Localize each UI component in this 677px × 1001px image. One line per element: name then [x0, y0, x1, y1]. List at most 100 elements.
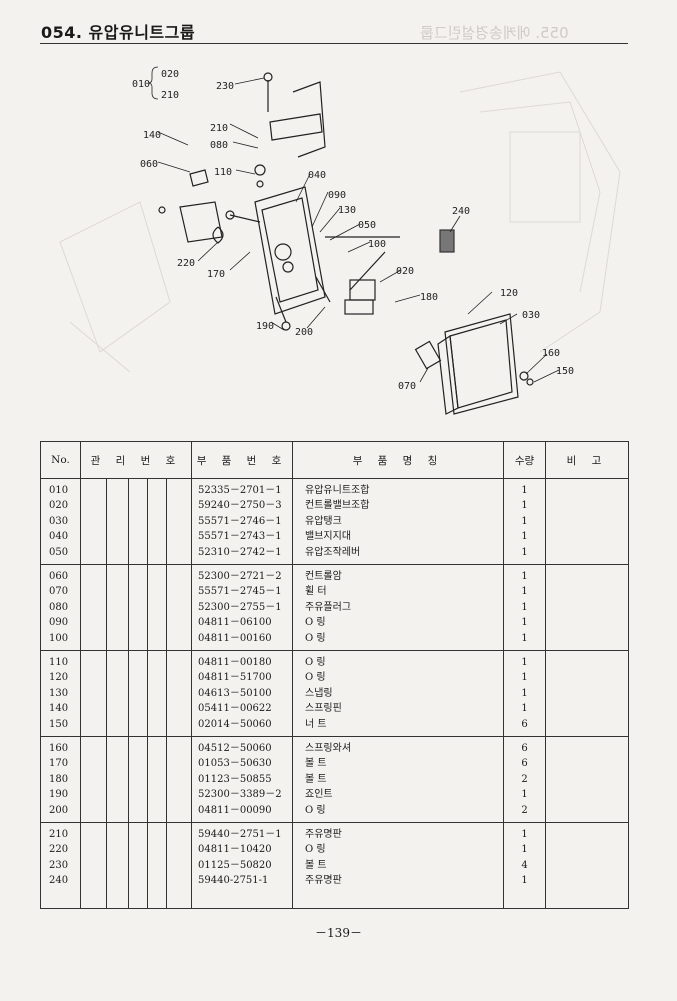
page-title: 054. 유압유니트그룹	[41, 23, 196, 42]
part-number: 04811－00090	[198, 804, 272, 816]
callout-label: 120	[500, 288, 518, 299]
item-number: 160	[49, 743, 69, 754]
callout-label: 020	[161, 69, 179, 80]
callout-label: 010	[132, 79, 150, 90]
part-number: 59440－2751－1	[198, 829, 282, 840]
page-number: －139－	[315, 926, 362, 940]
valve-body	[254, 186, 326, 315]
item-number: 020	[49, 500, 69, 512]
part-number: 05411－00622	[198, 703, 272, 715]
part-number: 52300－2721－2	[198, 571, 282, 582]
callout-label: 050	[358, 220, 376, 231]
quantity: 1	[521, 617, 528, 629]
quantity: 1	[521, 789, 528, 801]
part-number: 59440-2751-1	[198, 875, 269, 887]
item-number: 100	[49, 632, 69, 644]
item-number: 110	[49, 657, 69, 668]
callout-label: 090	[328, 190, 346, 201]
management-cell	[80, 478, 107, 565]
item-number: 140	[49, 703, 69, 715]
item-number: 040	[49, 531, 69, 543]
callout-label: 180	[420, 292, 438, 303]
exploded-parts-diagram: 010 020 210 230 210 080 140 060 110 040 …	[59, 66, 621, 415]
management-cell	[80, 736, 107, 823]
management-cell	[106, 736, 129, 823]
part-number: 55571－2746－1	[198, 515, 282, 527]
item-number-cell: 010 020 030 040 050	[40, 478, 81, 565]
quantity-cell: 1 1 1 1 1	[503, 564, 547, 651]
part-number: 04811－00180	[198, 657, 272, 668]
callout-label: 190	[256, 321, 274, 332]
part-number: 52335－2701－1	[198, 485, 282, 496]
part-number: 02014－50060	[198, 718, 272, 730]
part-number: 52310－2742－1	[198, 546, 282, 558]
part-name: 스프링핀	[305, 703, 342, 715]
part-name: O 링	[305, 632, 326, 644]
quantity: 1	[521, 632, 528, 644]
management-cell	[106, 822, 129, 909]
item-number: 150	[49, 718, 69, 730]
part-name-cell: 유압유니트조합 컨트롤밸브조합 유압탱크 밸브지지대 유압조작레버	[292, 478, 505, 565]
part-number: 01123－50855	[198, 773, 272, 785]
quantity: 1	[521, 829, 528, 840]
item-number: 120	[49, 672, 69, 684]
item-number: 050	[49, 546, 69, 558]
callout-label: 150	[556, 366, 574, 377]
part-number: 01053－50630	[198, 758, 272, 770]
management-cell	[147, 478, 167, 565]
part-name-cell: 컨트롤암 휠 터 주유플러그 O 링 O 링	[292, 564, 505, 651]
callout-label: 200	[295, 327, 313, 338]
oil-label-plate	[439, 229, 455, 253]
part-name: 유압탱크	[305, 515, 342, 527]
item-number-cell: 110 120 130 140 150	[40, 650, 81, 737]
part-number-cell: 52335－2701－1 59240－2750－3 55571－2746－1 5…	[191, 478, 294, 565]
part-name: 죠인트	[305, 789, 333, 801]
item-number-cell: 210 220 230 240	[40, 822, 81, 909]
quantity: 1	[521, 571, 528, 582]
part-number: 04811－10420	[198, 844, 272, 856]
item-number: 130	[49, 687, 69, 699]
part-number: 55571－2745－1	[198, 586, 282, 598]
callout-label: 040	[308, 170, 326, 181]
header-quantity: 수량	[503, 441, 547, 479]
header-management-number: 관 리 번 호	[79, 441, 193, 479]
part-name: 컨트롤암	[305, 571, 342, 582]
callout-label: 210	[210, 123, 228, 134]
parts-table: No. 관 리 번 호 부 품 번 호 부 품 명 칭 수량 비 고 010 0…	[40, 441, 630, 909]
item-number-cell: 160 170 180 190 200	[40, 736, 81, 823]
hydraulic-tank	[444, 313, 519, 415]
item-number: 240	[49, 875, 69, 887]
part-number-cell: 52300－2721－2 55571－2745－1 52300－2755－1 0…	[191, 564, 294, 651]
part-number: 04811－06100	[198, 617, 272, 629]
callout-label: 080	[210, 140, 228, 151]
part-name: 유압조작레버	[305, 546, 361, 558]
management-cell	[106, 564, 129, 651]
part-number: 52300－3389－2	[198, 789, 282, 801]
management-cell	[147, 564, 167, 651]
part-name: 주유플러그	[305, 601, 352, 613]
callout-label: 160	[542, 348, 560, 359]
quantity: 1	[521, 875, 528, 887]
management-cell	[128, 736, 148, 823]
part-number-cell: 04512－50060 01053－50630 01123－50855 5230…	[191, 736, 294, 823]
quantity: 2	[521, 804, 528, 816]
header-remark: 비 고	[545, 441, 630, 479]
quantity: 1	[521, 546, 528, 558]
remark-cell	[545, 736, 630, 823]
management-cell	[80, 822, 107, 909]
callout-label: 110	[214, 167, 232, 178]
part-name: 주유명판	[305, 875, 342, 887]
quantity: 1	[521, 485, 528, 496]
quantity: 1	[521, 601, 528, 613]
quantity: 1	[521, 687, 528, 699]
table-row-group: 110 120 130 140 150 04811－00180 04811－51…	[40, 650, 630, 737]
remark-cell	[545, 822, 630, 909]
quantity: 1	[521, 844, 528, 856]
part-name-cell: 스프링와셔 볼 트 볼 트 죠인트 O 링	[292, 736, 505, 823]
quantity-cell: 1 1 1 1 1	[503, 478, 547, 565]
table-row-group: 160 170 180 190 200 04512－50060 01053－50…	[40, 736, 630, 823]
part-name: O 링	[305, 804, 326, 816]
management-cell	[128, 650, 148, 737]
part-number: 04811－00160	[198, 632, 272, 644]
item-number: 080	[49, 601, 69, 613]
